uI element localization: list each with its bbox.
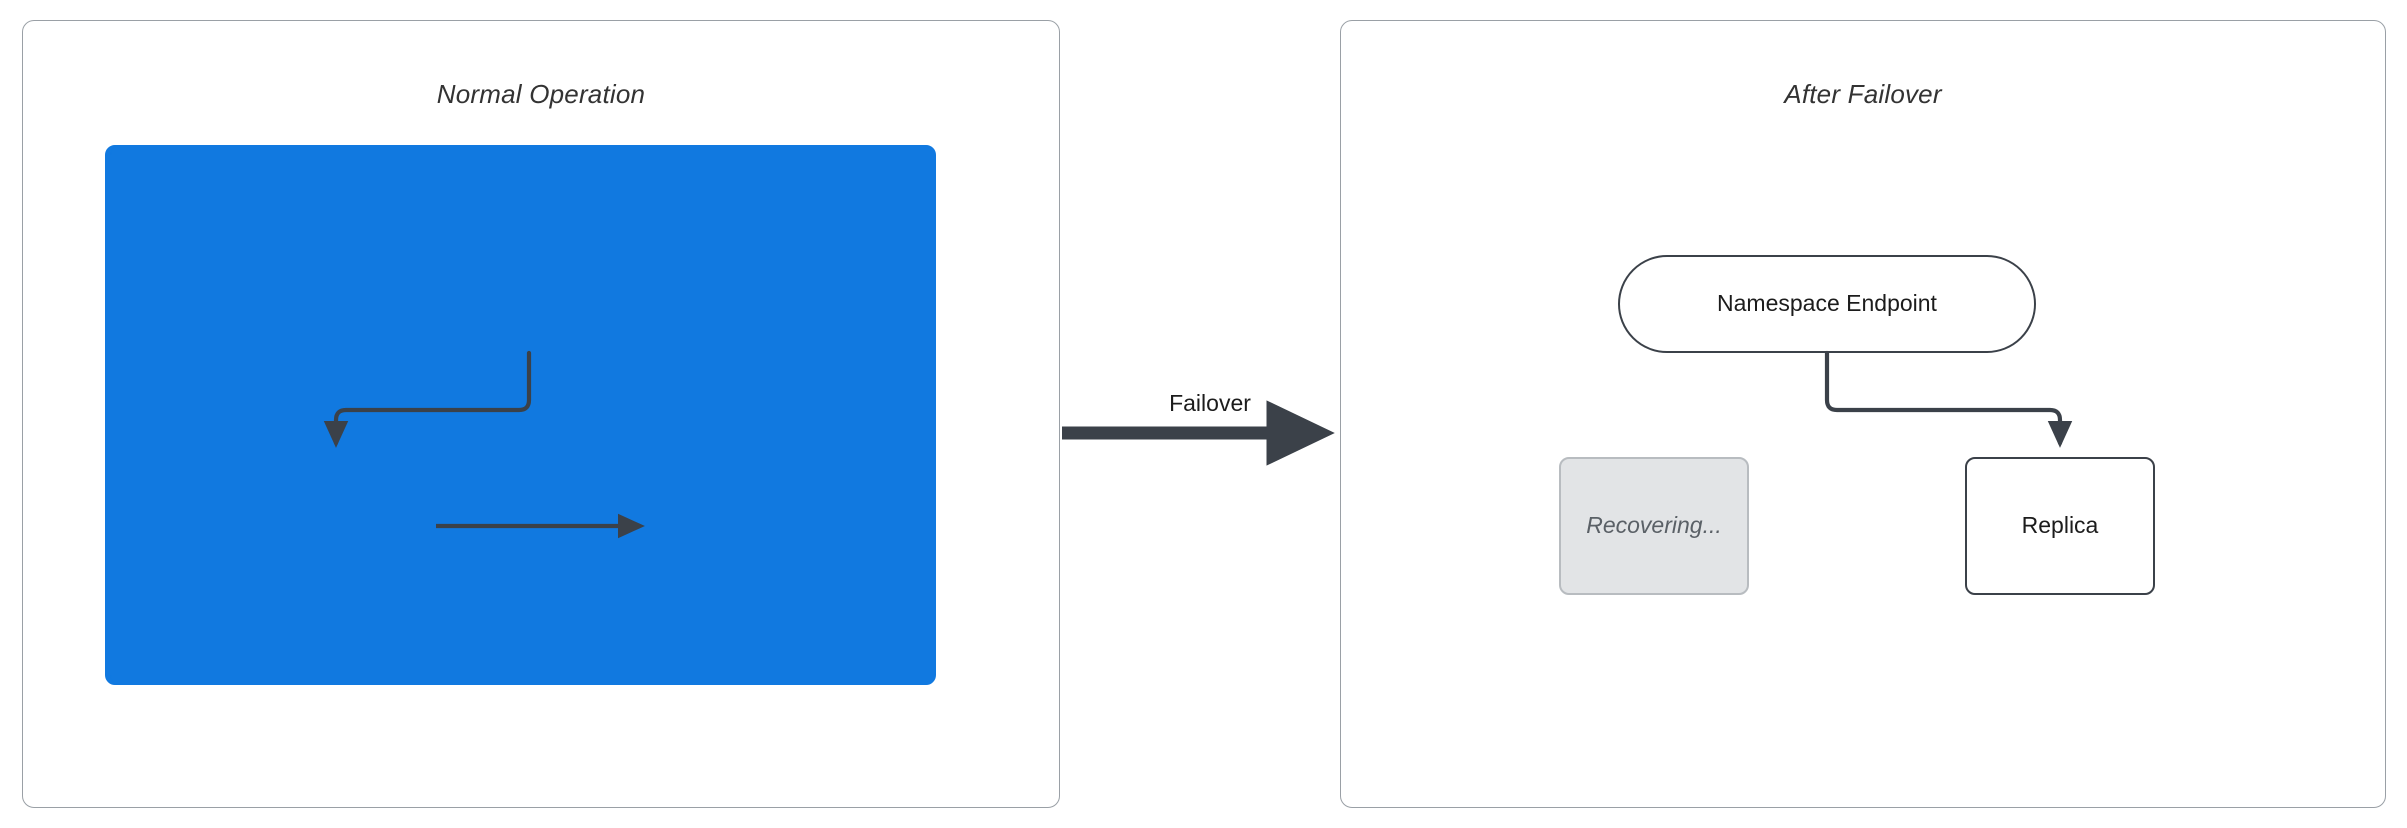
panel-title-after-failover: After Failover — [1784, 79, 1942, 109]
node-replica-right[interactable]: Replica — [1965, 457, 2155, 595]
panel-title-normal-operation: Normal Operation — [436, 79, 646, 109]
transition-label-failover: Failover — [1169, 390, 1251, 416]
panel-after-failover: After Failover — [1340, 20, 2386, 808]
node-recovering[interactable]: Recovering... — [1559, 457, 1749, 595]
node-namespace-endpoint-right[interactable]: Namespace Endpoint — [1618, 255, 2036, 353]
cluster-after-failover — [110, 145, 936, 685]
